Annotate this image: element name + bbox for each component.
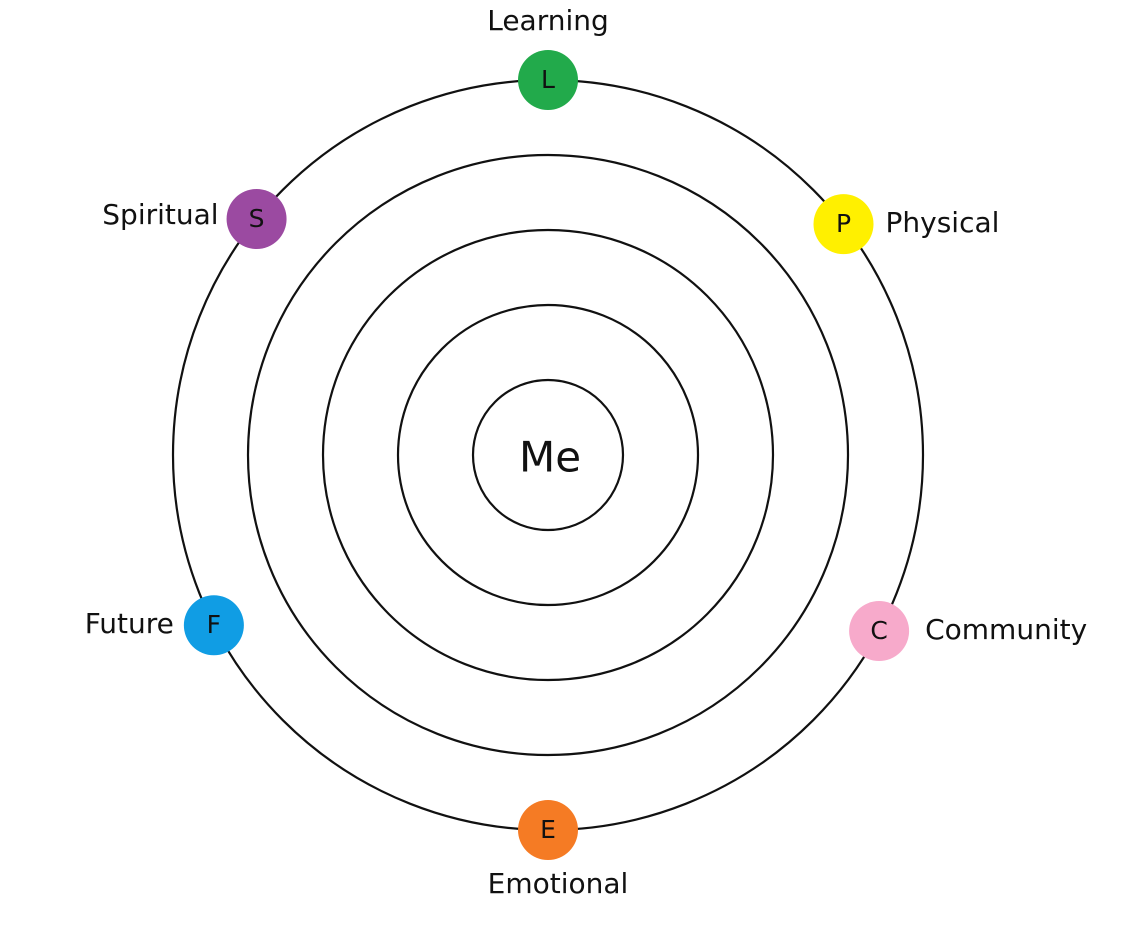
ring-1 <box>471 378 625 532</box>
node-learning-label: Learning <box>487 4 609 37</box>
node-future-letter: F <box>207 610 221 639</box>
node-emotional: E Emotional <box>488 800 629 900</box>
node-community-letter: C <box>870 616 887 645</box>
node-emotional-letter: E <box>540 815 556 844</box>
node-future-label: Future <box>85 607 174 640</box>
node-learning-circle <box>518 50 578 110</box>
node-learning: L Learning <box>487 4 609 110</box>
ring-2 <box>396 303 700 607</box>
node-emotional-label: Emotional <box>488 867 629 900</box>
node-future-circle <box>183 595 244 656</box>
node-community: C Community <box>849 601 1087 662</box>
node-spiritual-circle <box>226 189 287 250</box>
node-community-circle <box>849 601 910 662</box>
node-future: F Future <box>85 595 244 656</box>
node-physical: P Physical <box>813 194 1000 255</box>
node-spiritual: S Spiritual <box>102 189 287 250</box>
center-label: Me <box>519 433 581 482</box>
node-spiritual-label: Spiritual <box>102 198 218 231</box>
node-learning-letter: L <box>541 65 555 94</box>
node-physical-letter: P <box>836 209 851 238</box>
ring-3 <box>321 228 775 682</box>
node-physical-circle <box>813 194 874 255</box>
node-spiritual-letter: S <box>249 204 265 233</box>
node-emotional-circle <box>518 800 578 860</box>
node-physical-label: Physical <box>886 206 1000 239</box>
node-community-label: Community <box>925 613 1087 646</box>
ring-4 <box>246 153 850 757</box>
